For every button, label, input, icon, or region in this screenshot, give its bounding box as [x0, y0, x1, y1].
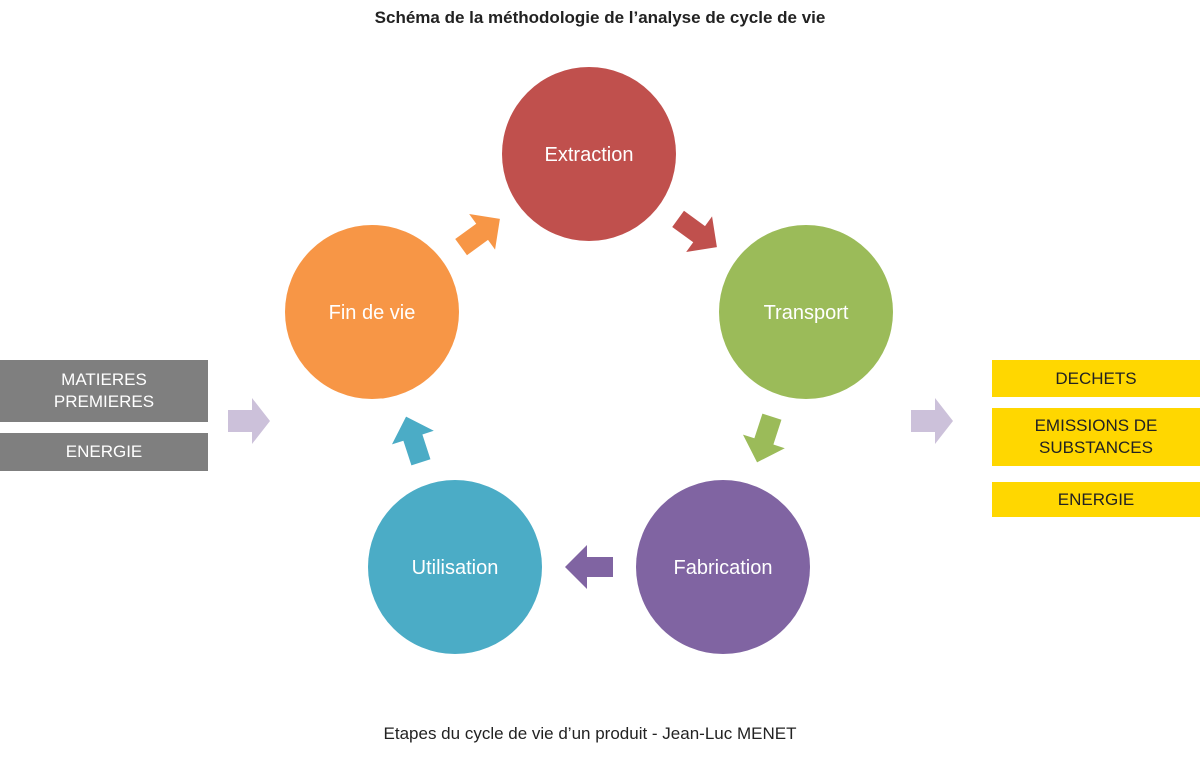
output-emissions-label: EMISSIONS DE SUBSTANCES: [1034, 416, 1158, 457]
output-energy: ENERGIE: [992, 482, 1200, 517]
stage-circle: [719, 225, 893, 399]
output-waste-label: DECHETS: [1055, 368, 1137, 388]
input-energy-label: ENERGIE: [65, 442, 143, 461]
stage-transport: Transport: [719, 225, 893, 399]
output-waste: DECHETS: [992, 360, 1200, 397]
stage-label: Transport: [764, 302, 849, 324]
cycle-arrow: [391, 416, 434, 466]
stage-fin-de-vie: Fin de vie: [285, 225, 459, 399]
stage-extraction: Extraction: [502, 67, 676, 241]
input-flow-arrow: [228, 398, 270, 444]
stage-circle: [285, 225, 459, 399]
output-energy-label: ENERGIE: [1057, 489, 1135, 509]
stage-circle: [636, 480, 810, 654]
diagram-title: Schéma de la méthodologie de l’analyse d…: [374, 8, 826, 27]
cycle-arrow: [672, 210, 717, 252]
stage-circle: [368, 480, 542, 654]
stage-utilisation: Utilisation: [368, 480, 542, 654]
stage-circle: [502, 67, 676, 241]
input-raw-materials: MATIERES PREMIERES: [0, 360, 208, 422]
diagram-caption: Etapes du cycle de vie d’un produit - Je…: [383, 724, 797, 743]
input-raw-materials-label: MATIERES PREMIERES: [53, 370, 155, 411]
output-flow-arrow: [911, 398, 953, 444]
cycle-arrow: [455, 214, 500, 256]
stage-label: Fin de vie: [329, 302, 416, 324]
stage-label: Extraction: [545, 144, 634, 166]
input-energy: ENERGIE: [0, 433, 208, 471]
cycle-arrow: [565, 545, 613, 589]
cycle-arrow: [742, 413, 785, 463]
stage-label: Utilisation: [412, 557, 499, 579]
stage-label: Fabrication: [674, 557, 773, 579]
stage-fabrication: Fabrication: [636, 480, 810, 654]
output-emissions: EMISSIONS DE SUBSTANCES: [992, 408, 1200, 466]
